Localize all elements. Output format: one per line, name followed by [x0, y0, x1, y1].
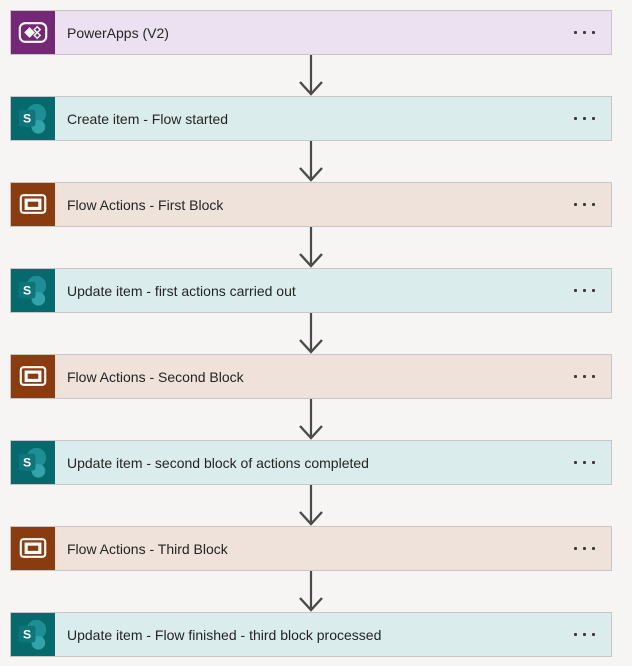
scope-icon — [11, 183, 55, 226]
scope-icon — [11, 527, 55, 570]
node-label: Update item - Flow finished - third bloc… — [67, 626, 382, 643]
node-label: Flow Actions - Second Block — [67, 368, 244, 385]
sharepoint-icon — [11, 613, 55, 656]
flow-connector-arrow-down-icon — [10, 55, 612, 96]
powerapps-icon — [11, 11, 55, 54]
sharepoint-icon — [11, 97, 55, 140]
flow-connector-arrow-down-icon — [10, 313, 612, 354]
more-options-button[interactable] — [572, 627, 597, 642]
flow-node-scope-first-block[interactable]: Flow Actions - First Block — [10, 182, 612, 227]
more-options-button[interactable] — [572, 25, 597, 40]
node-label: Update item - second block of actions co… — [67, 454, 369, 471]
more-options-button[interactable] — [572, 541, 597, 556]
node-label: Create item - Flow started — [67, 110, 229, 127]
more-options-button[interactable] — [572, 197, 597, 212]
flow-connector-arrow-down-icon — [10, 399, 612, 440]
sharepoint-icon — [11, 269, 55, 312]
flow-connector-arrow-down-icon — [10, 227, 612, 268]
more-options-button[interactable] — [572, 455, 597, 470]
sharepoint-icon — [11, 441, 55, 484]
more-options-button[interactable] — [572, 369, 597, 384]
flow-node-update-item-second[interactable]: Update item - second block of actions co… — [10, 440, 612, 485]
flow-node-update-item-finished[interactable]: Update item - Flow finished - third bloc… — [10, 612, 612, 657]
more-options-button[interactable] — [572, 111, 597, 126]
scope-icon — [11, 355, 55, 398]
flow-node-scope-third-block[interactable]: Flow Actions - Third Block — [10, 526, 612, 571]
node-label: Flow Actions - Third Block — [67, 540, 228, 557]
flow-connector-arrow-down-icon — [10, 485, 612, 526]
flow-connector-arrow-down-icon — [10, 571, 612, 612]
flow-node-update-item-first[interactable]: Update item - first actions carried out — [10, 268, 612, 313]
node-label: Flow Actions - First Block — [67, 196, 224, 213]
node-label: PowerApps (V2) — [67, 24, 169, 41]
flow-node-create-item[interactable]: Create item - Flow started — [10, 96, 612, 141]
flow-node-powerapps-trigger[interactable]: PowerApps (V2) — [10, 10, 612, 55]
flow-connector-arrow-down-icon — [10, 141, 612, 182]
node-label: Update item - first actions carried out — [67, 282, 296, 299]
flow-canvas: PowerApps (V2) Create item - Flow starte… — [10, 10, 612, 657]
more-options-button[interactable] — [572, 283, 597, 298]
flow-node-scope-second-block[interactable]: Flow Actions - Second Block — [10, 354, 612, 399]
